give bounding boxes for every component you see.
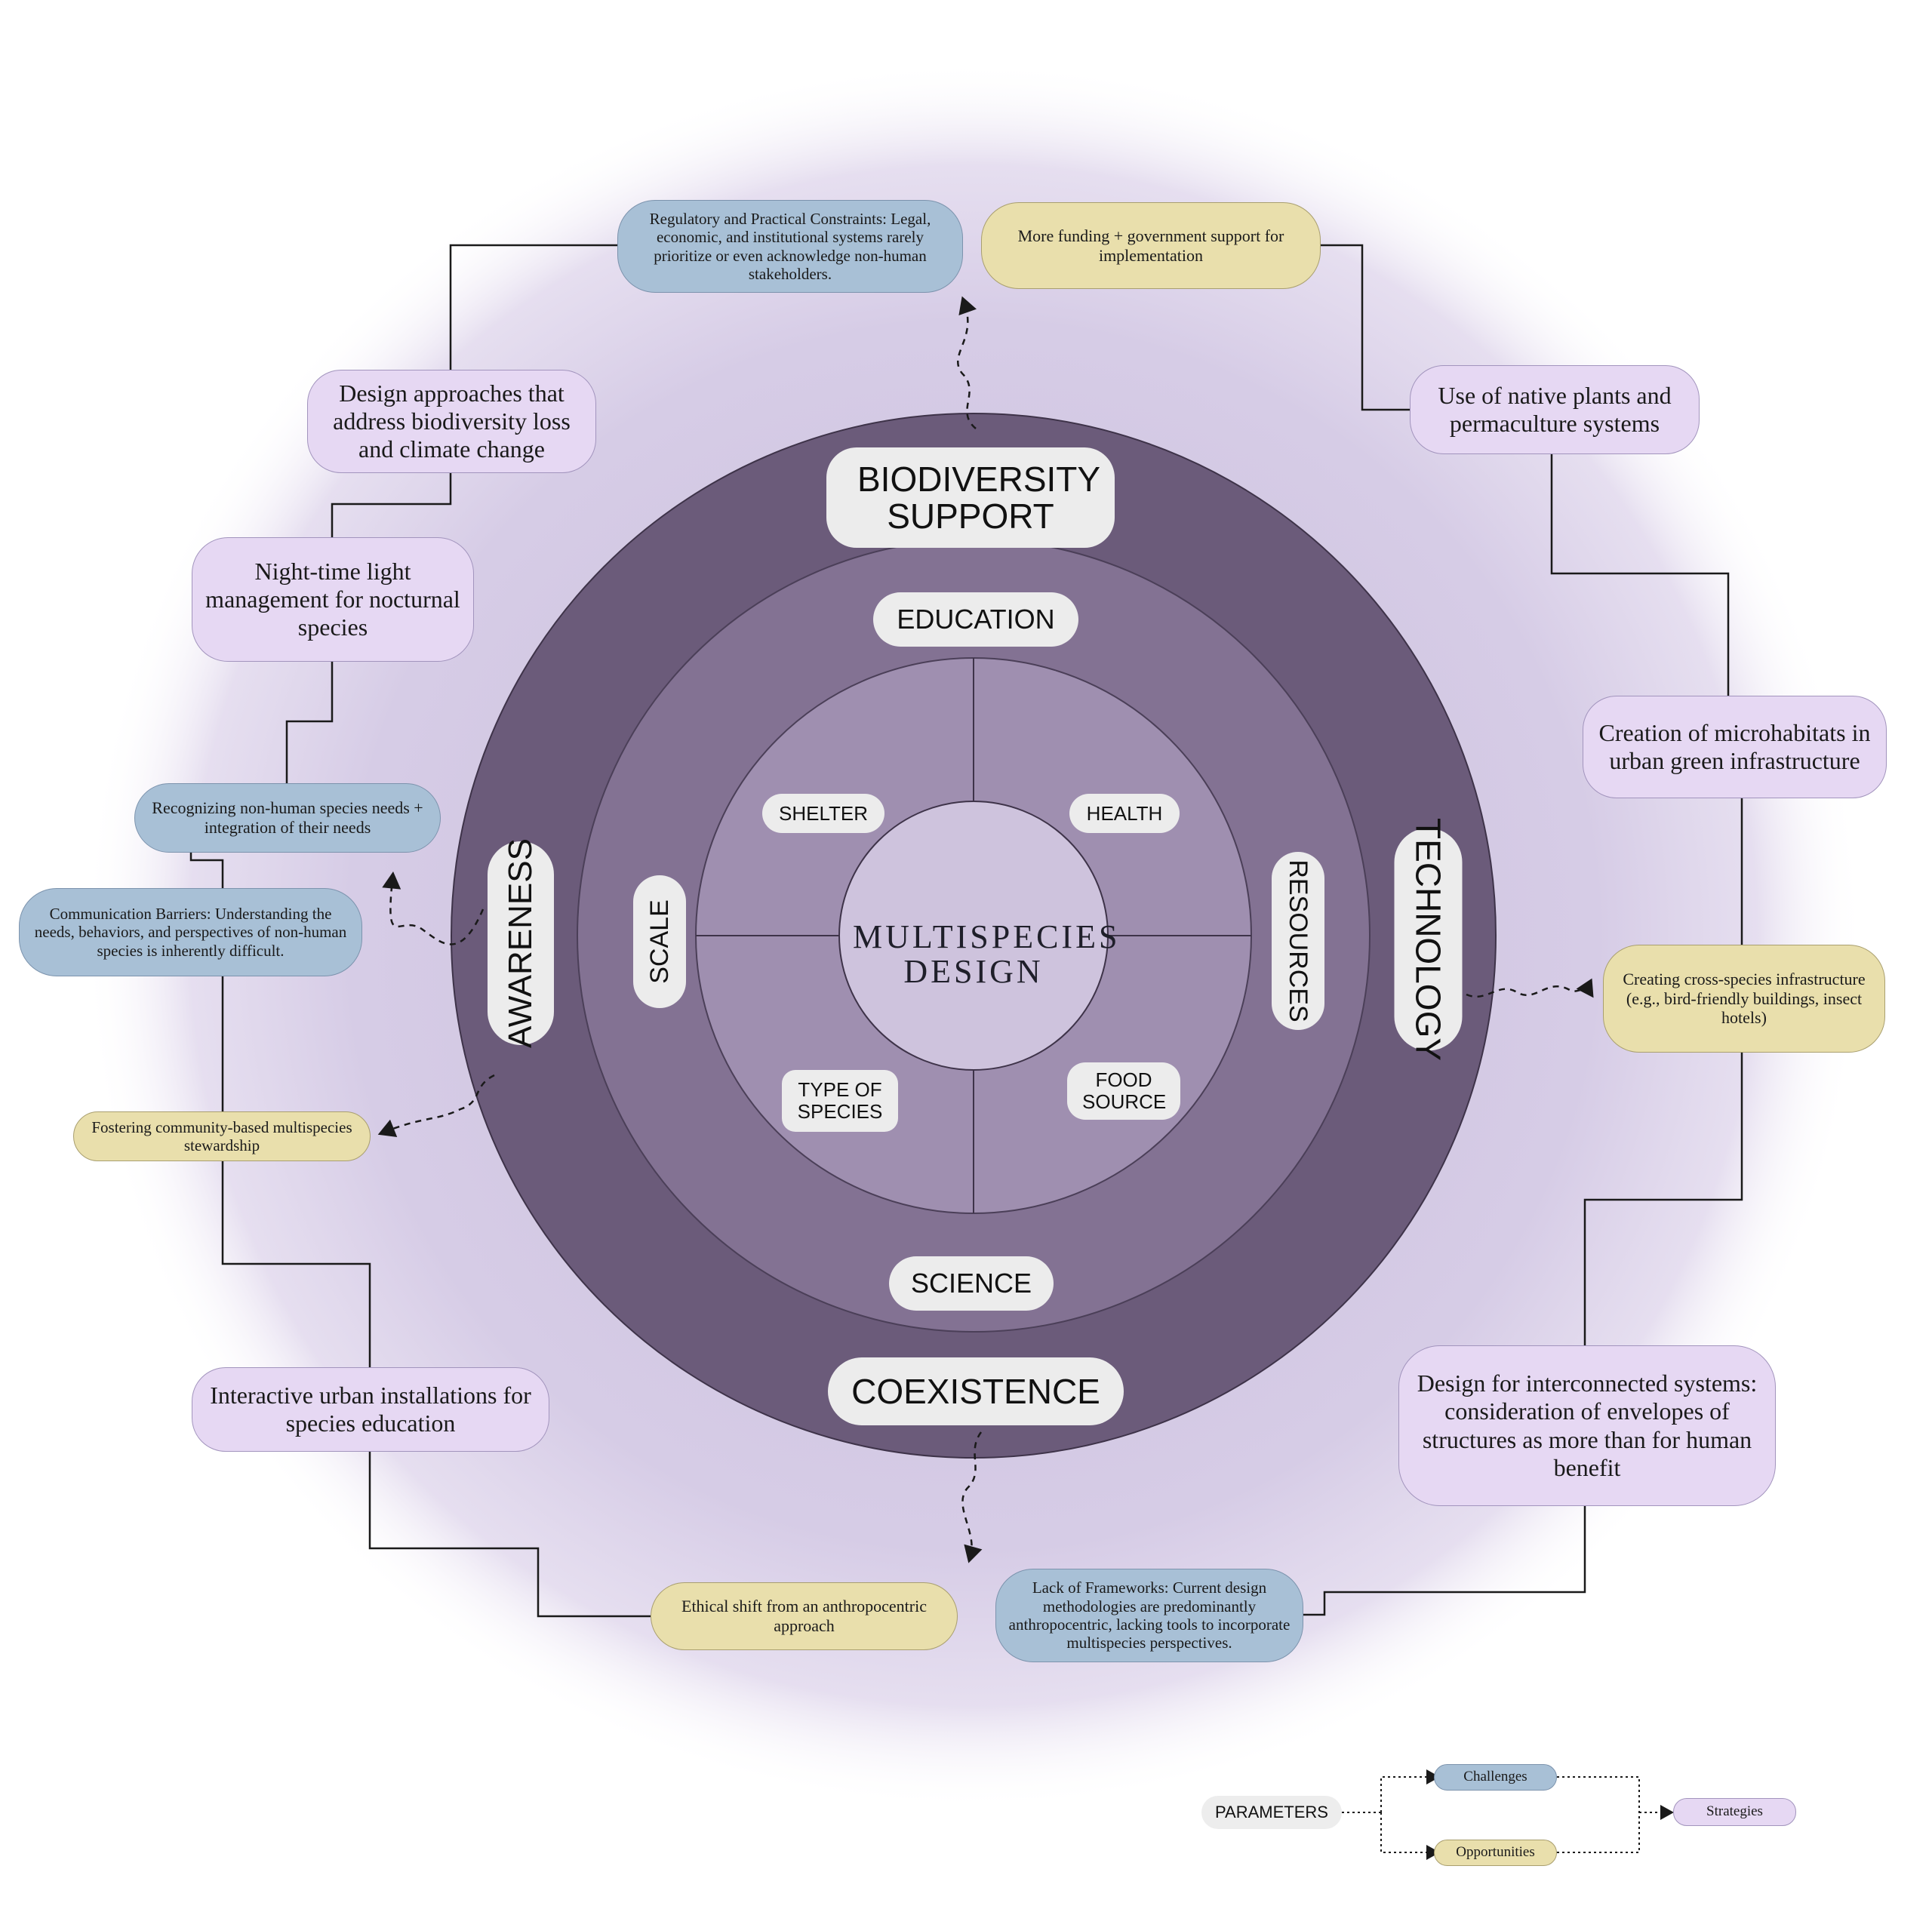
food-source-text: FOOD SOURCE	[1082, 1068, 1167, 1113]
ethical-shift-text: Ethical shift from an anthropocentric ap…	[681, 1597, 927, 1635]
connector-line	[1550, 454, 1730, 696]
cross-species-infra-node: Creating cross-species infrastructure (e…	[1603, 945, 1885, 1053]
dashed-arrow-biodiversity-challenge	[957, 296, 977, 429]
connector-line	[1583, 1051, 1743, 1345]
legend-parameters-text: PARAMETERS	[1215, 1803, 1328, 1821]
resources-label: RESOURCES	[1272, 852, 1324, 1030]
connector-line	[1303, 1505, 1586, 1616]
health-label: HEALTH	[1069, 794, 1180, 833]
coexistence-label: COEXISTENCE	[828, 1357, 1124, 1425]
native-plants-node: Use of native plants and permaculture sy…	[1410, 365, 1700, 454]
legend-parameters: PARAMETERS	[1201, 1796, 1342, 1829]
multispecies-design-title: MULTISPECIES DESIGN	[838, 913, 1121, 996]
legend-opportunities-text: Opportunities	[1456, 1844, 1535, 1861]
legend-challenges-text: Challenges	[1463, 1769, 1527, 1785]
design-approaches-node: Design approaches that address biodivers…	[307, 370, 596, 473]
ethical-shift-node: Ethical shift from an anthropocentric ap…	[651, 1582, 958, 1650]
communication-barriers-node: Communication Barriers: Understanding th…	[19, 888, 362, 976]
lack-frameworks-node: Lack of Frameworks: Current design metho…	[995, 1569, 1303, 1662]
legend-connector	[1380, 1769, 1440, 1812]
scale-label: SCALE	[633, 875, 686, 1008]
education-label: EDUCATION	[873, 592, 1078, 647]
design-approaches-text: Design approaches that address biodivers…	[333, 379, 571, 463]
dashed-arrow-awareness-opportunity	[377, 1074, 495, 1137]
lack-frameworks-text: Lack of Frameworks: Current design metho…	[1008, 1579, 1291, 1652]
connector-line	[368, 1450, 651, 1618]
native-plants-text: Use of native plants and permaculture sy…	[1438, 381, 1672, 437]
type-of-species-label: TYPE OF SPECIES	[782, 1070, 898, 1132]
legend-strategies: Strategies	[1673, 1798, 1796, 1826]
microhabitats-node: Creation of microhabitats in urban green…	[1583, 696, 1887, 798]
connector-lines	[189, 244, 1743, 1618]
biodiversity-support-label: BIODIVERSITY SUPPORT	[826, 447, 1115, 548]
awareness-label: AWARENESS	[488, 838, 554, 1048]
type-of-species-text: TYPE OF SPECIES	[797, 1077, 883, 1123]
technology-label: TECHNOLOGY	[1394, 818, 1463, 1061]
recognizing-needs-text: Recognizing non-human species needs + in…	[152, 798, 423, 837]
night-light-text: Night-time light management for nocturna…	[205, 557, 460, 641]
dashed-arrow-coexistence-challenge	[961, 1431, 983, 1563]
dashed-arrow-technology-opportunity	[1466, 978, 1594, 998]
legend-connectors	[1342, 1769, 1674, 1860]
legend-connector	[1380, 1812, 1440, 1860]
regulatory-constraints-text: Regulatory and Practical Constraints: Le…	[649, 209, 931, 283]
interconnected-systems-text: Design for interconnected systems: consi…	[1417, 1370, 1758, 1481]
food-source-label: FOOD SOURCE	[1067, 1062, 1180, 1120]
dashed-arrow-awareness-challenge	[382, 872, 485, 945]
dashed-arrows	[377, 296, 1594, 1563]
connector-line	[221, 1160, 371, 1367]
core-circle	[838, 801, 1109, 1071]
communication-barriers-text: Communication Barriers: Understanding th…	[34, 904, 347, 960]
regulatory-constraints-node: Regulatory and Practical Constraints: Le…	[617, 200, 963, 293]
coexistence-text: COEXISTENCE	[851, 1372, 1100, 1411]
connector-line	[1321, 244, 1410, 411]
legend-connector	[1557, 1776, 1640, 1853]
connector-line	[449, 244, 617, 377]
science-text: SCIENCE	[910, 1268, 1032, 1299]
legend-opportunities: Opportunities	[1434, 1840, 1557, 1866]
night-light-node: Night-time light management for nocturna…	[192, 537, 474, 662]
cross-species-infra-text: Creating cross-species infrastructure (e…	[1623, 970, 1866, 1028]
community-stewardship-node: Fostering community-based multispecies s…	[73, 1111, 371, 1161]
interconnected-systems-node: Design for interconnected systems: consi…	[1398, 1345, 1776, 1506]
science-label: SCIENCE	[889, 1256, 1054, 1311]
legend-challenges: Challenges	[1434, 1764, 1557, 1791]
interactive-installations-text: Interactive urban installations for spec…	[210, 1381, 531, 1437]
connector-line	[285, 659, 334, 783]
biodiversity-support-text: BIODIVERSITY SUPPORT	[857, 460, 1101, 536]
connector-line	[189, 851, 224, 1113]
community-stewardship-text: Fostering community-based multispecies s…	[91, 1117, 352, 1154]
recognizing-needs-node: Recognizing non-human species needs + in…	[134, 783, 441, 853]
microhabitats-text: Creation of microhabitats in urban green…	[1598, 718, 1871, 774]
interactive-installations-node: Interactive urban installations for spec…	[192, 1367, 549, 1452]
more-funding-node: More funding + government support for im…	[981, 202, 1321, 289]
center-title-text: MULTISPECIES DESIGN	[853, 918, 1121, 990]
connector-line	[331, 472, 452, 537]
awareness-text: AWARENESS	[502, 838, 539, 1048]
more-funding-text: More funding + government support for im…	[1017, 226, 1284, 265]
legend-strategies-text: Strategies	[1706, 1803, 1763, 1820]
shelter-label: SHELTER	[762, 794, 884, 833]
technology-text: TECHNOLOGY	[1408, 817, 1448, 1062]
scale-text: SCALE	[645, 899, 674, 984]
education-text: EDUCATION	[897, 604, 1055, 635]
resources-text: RESOURCES	[1284, 859, 1313, 1022]
health-text: HEALTH	[1086, 801, 1163, 825]
shelter-text: SHELTER	[779, 801, 868, 825]
